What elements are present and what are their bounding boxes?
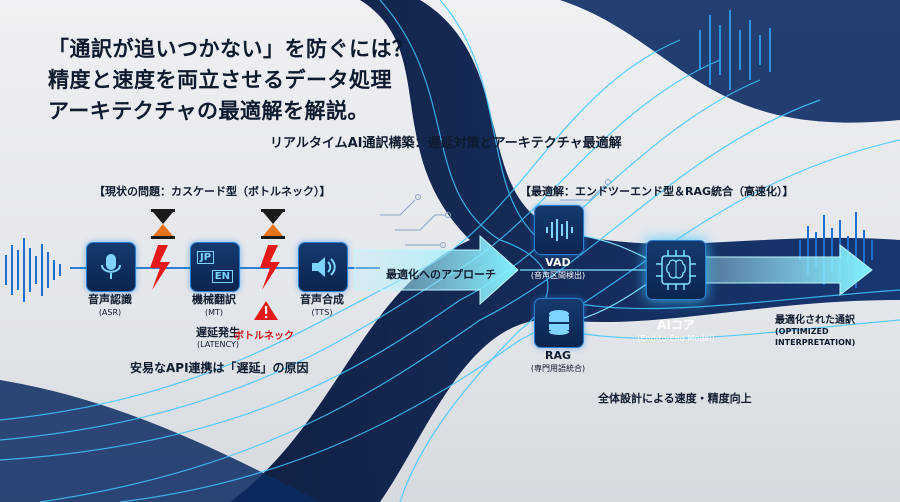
mt-sub: (MT) bbox=[204, 308, 224, 317]
warning-icon bbox=[254, 301, 278, 320]
subtitle: リアルタイムAI通訳構築：遅延対策とアーキテクチャ最適解 bbox=[270, 136, 622, 151]
ai-core-sub: (End-to-End Model) bbox=[637, 334, 715, 343]
brain-chip-icon bbox=[656, 250, 696, 290]
tts-card bbox=[298, 242, 348, 292]
asr-title: 音声認識 bbox=[88, 293, 132, 306]
lightning-icon bbox=[150, 245, 170, 290]
latency-sub: (LATENCY) bbox=[197, 340, 239, 349]
output-arrow bbox=[689, 243, 873, 297]
ai-core-caption: AIコア (End-to-End Model) bbox=[626, 319, 726, 345]
waveform-top-right bbox=[699, 10, 771, 90]
headline: 「通訳が追いつかない」を防ぐには？ 精度と速度を両立させるデータ処理 アーキテク… bbox=[48, 34, 414, 127]
vad-title: VAD bbox=[545, 256, 571, 269]
headline-line-3: アーキテクチャの最適解を解説。 bbox=[48, 99, 370, 123]
approach-arrow bbox=[354, 234, 519, 306]
microphone-icon bbox=[101, 254, 121, 279]
asr-sub: (ASR) bbox=[98, 308, 122, 317]
ai-core-card bbox=[646, 240, 706, 300]
mt-card: JP EN bbox=[190, 242, 240, 292]
tts-sub: (TTS) bbox=[311, 308, 333, 317]
output-title: 最適化された通訳 bbox=[775, 315, 855, 326]
output-sub-2: INTERPRETATION) bbox=[775, 338, 856, 347]
optimal-heading: 【最適解：エンドツーエンド型＆RAG統合（高速化）】 bbox=[520, 185, 794, 198]
current-problem-heading: 【現状の問題：カスケード型（ボトルネック）】 bbox=[94, 185, 331, 198]
asr-caption: 音声認識 (ASR) bbox=[80, 293, 140, 319]
badge-jp: JP bbox=[197, 251, 215, 264]
tts-title: 音声合成 bbox=[300, 293, 344, 306]
bottom-left-band bbox=[0, 380, 320, 502]
output-sub-1: (OPTIMIZED bbox=[775, 327, 829, 336]
summary-text: 全体設計による速度・精度向上 bbox=[598, 392, 752, 405]
translate-icon: JP EN bbox=[197, 251, 233, 283]
vad-caption: VAD (音声区間検出) bbox=[520, 256, 596, 282]
headline-line-2: 精度と速度を両立させるデータ処理 bbox=[48, 68, 392, 92]
asr-card bbox=[86, 242, 136, 292]
vad-card bbox=[534, 205, 584, 255]
hourglass-icon bbox=[261, 209, 285, 239]
waveform-left bbox=[5, 238, 61, 302]
lightning-icon bbox=[260, 245, 280, 290]
latency-label: 遅延発生 (LATENCY) bbox=[196, 327, 240, 351]
waveform-icon bbox=[546, 219, 573, 241]
mt-title: 機械翻訳 bbox=[192, 293, 236, 306]
speaker-icon bbox=[312, 257, 336, 277]
ai-core-title: AIコア bbox=[657, 318, 695, 332]
core-links bbox=[520, 234, 651, 321]
approach-label: 最適化へのアプローチ bbox=[386, 268, 496, 281]
mt-caption: 機械翻訳 (MT) bbox=[184, 293, 244, 319]
vad-sub: (音声区間検出) bbox=[530, 271, 586, 280]
rag-sub: (専門用語統合) bbox=[530, 364, 586, 373]
rag-title: RAG bbox=[544, 349, 571, 362]
headline-line-1: 「通訳が追いつかない」を防ぐには？ bbox=[48, 37, 414, 61]
hourglass-icon bbox=[151, 209, 175, 239]
output-caption: 最適化された通訳 (OPTIMIZED INTERPRETATION) bbox=[775, 315, 855, 348]
circuit-lines bbox=[380, 179, 611, 248]
cause-text: 安易なAPI連携は「遅延」の原因 bbox=[130, 361, 309, 375]
tts-caption: 音声合成 (TTS) bbox=[292, 293, 352, 319]
rag-caption: RAG (専門用語統合) bbox=[516, 349, 600, 375]
database-icon bbox=[549, 310, 569, 335]
badge-en: EN bbox=[211, 270, 233, 283]
latency-title: 遅延発生 bbox=[196, 326, 240, 339]
bottleneck-label: ボトルネック bbox=[234, 331, 294, 342]
rag-card bbox=[534, 298, 584, 348]
